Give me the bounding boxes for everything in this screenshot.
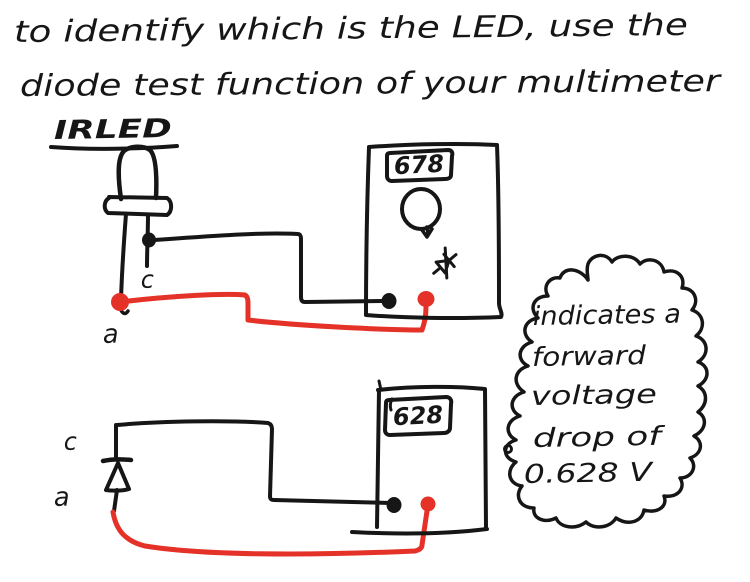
cathode-junction-dot xyxy=(142,232,156,248)
diode-symbol xyxy=(100,423,134,513)
caption-line-2: diode test function of your multimeter xyxy=(20,64,722,104)
meter2-display-frame xyxy=(383,395,454,437)
annotation-line-2: forward xyxy=(532,341,647,373)
annotation-line-4: drop of xyxy=(533,422,667,454)
meter2-display-tick xyxy=(388,397,394,412)
annotation-line-5: 0.628 V xyxy=(524,458,655,490)
component-label: IRLED xyxy=(54,114,173,146)
cloud-tail-dot xyxy=(503,444,513,454)
led-anode-lead xyxy=(119,212,128,301)
red-test-lead-1 xyxy=(117,291,429,333)
meter1-positive-jack xyxy=(417,291,435,307)
black-test-lead-1 xyxy=(153,231,386,304)
diode-cathode-bar xyxy=(100,457,134,464)
led-dome xyxy=(116,144,159,202)
cathode-label-1: c xyxy=(140,266,154,294)
multimeter-2: 628 xyxy=(350,379,489,536)
led-symbol xyxy=(102,144,174,316)
dial-pointer-icon xyxy=(420,225,434,239)
meter1-display-frame xyxy=(385,148,455,183)
annotation-line-3: voltage xyxy=(531,380,658,412)
red-test-lead-2 xyxy=(110,508,430,557)
black-test-lead-2 xyxy=(115,419,393,505)
diode-test-icon xyxy=(432,246,458,280)
component-label-underline xyxy=(49,144,179,151)
multimeter-1: 678 xyxy=(364,141,504,321)
meter1-common-jack xyxy=(381,293,397,309)
diode-anode-lead xyxy=(112,488,119,513)
meter2-body-left xyxy=(375,388,381,529)
diode-triangle xyxy=(104,461,131,493)
caption-line-1: to identify which is the LED, use the xyxy=(14,8,688,50)
meter2-common-jack xyxy=(386,497,402,513)
annotation-line-1: indicates a xyxy=(533,299,682,332)
meter2-positive-jack xyxy=(420,496,436,512)
meter2-display-value: 628 xyxy=(392,401,444,432)
anode-label-1: a xyxy=(102,319,119,350)
meter1-display-value: 678 xyxy=(393,150,445,181)
meter2-body-top-right xyxy=(376,384,488,530)
meter2-body-bottom xyxy=(350,527,489,536)
cathode-label-2: c xyxy=(63,428,77,456)
cloud-outline xyxy=(503,253,709,529)
meter1-mode-dial xyxy=(400,187,442,231)
meter1-body xyxy=(364,141,504,321)
led-flange xyxy=(102,195,174,217)
anode-label-2: a xyxy=(53,482,70,513)
diode-test-icon-strike xyxy=(443,246,449,280)
annotation-cloud: indicates a forward voltage drop of 0.62… xyxy=(503,253,709,529)
